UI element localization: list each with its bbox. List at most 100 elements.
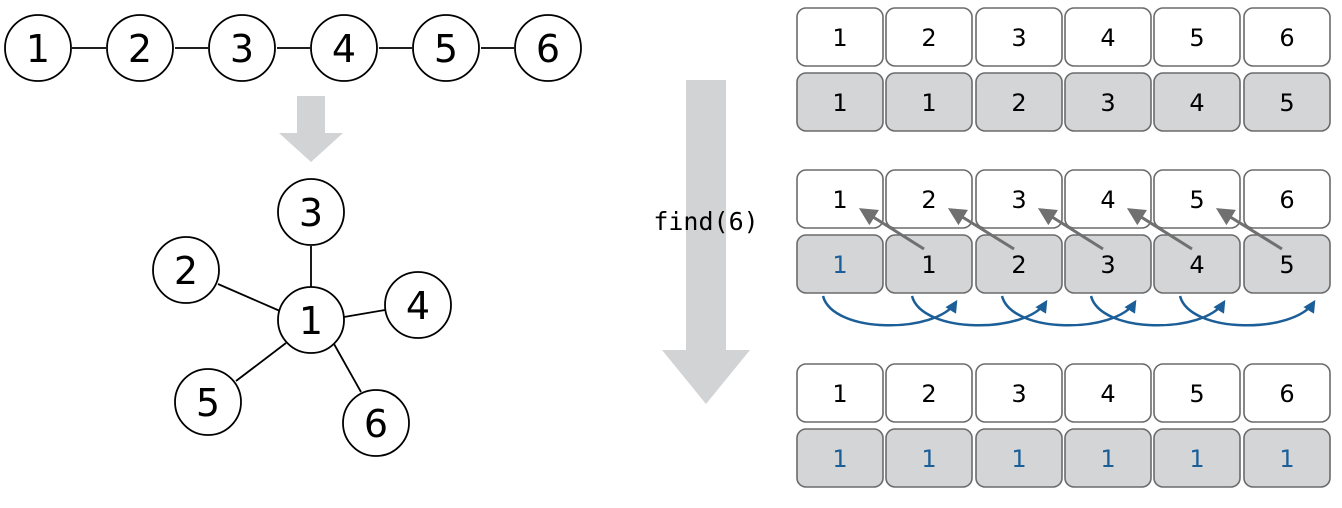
chain-node: 3 xyxy=(208,14,276,82)
star-graph: 1 3 2 4 5 6 xyxy=(152,178,452,457)
star-center-node: 1 xyxy=(277,286,345,354)
index-cell: 1 xyxy=(796,363,884,423)
parent-cell: 1 xyxy=(885,428,973,488)
index-cell-value: 2 xyxy=(921,380,936,408)
parent-array-table: 1 2 3 4 5 6 1 1 2 3 4 5 xyxy=(796,169,1331,294)
chain-graph: 1 2 3 4 5 6 xyxy=(4,14,582,82)
find-operation-label: find(6) xyxy=(653,207,758,236)
parent-cell: 4 xyxy=(1153,234,1241,294)
chain-node-label: 4 xyxy=(332,27,356,71)
index-cell: 1 xyxy=(796,169,884,229)
index-cell-value: 5 xyxy=(1189,380,1204,408)
transform-arrow-icon xyxy=(279,96,343,162)
star-leaf-node: 4 xyxy=(384,271,452,339)
parent-cell-value: 1 xyxy=(1011,445,1026,473)
parent-cell: 1 xyxy=(796,234,884,294)
index-cell-value: 6 xyxy=(1279,24,1294,52)
index-cell: 6 xyxy=(1243,169,1331,229)
star-edge xyxy=(217,283,281,312)
parent-cell-value: 1 xyxy=(921,251,936,279)
parent-cell: 5 xyxy=(1243,72,1331,132)
parent-pointer-arrow xyxy=(1126,208,1193,251)
index-cell: 5 xyxy=(1153,7,1241,67)
parent-cell-value: 1 xyxy=(921,445,936,473)
parent-pointer-arrow xyxy=(858,208,925,251)
parent-cell-value: 1 xyxy=(832,251,847,279)
index-cell-value: 5 xyxy=(1189,24,1204,52)
path-compression-arrow xyxy=(1000,295,1137,327)
parent-pointer-arrow xyxy=(1037,208,1104,251)
parent-cell: 2 xyxy=(975,72,1063,132)
path-compression-arrows xyxy=(821,295,1316,327)
parent-cell: 1 xyxy=(975,428,1063,488)
parent-cell-value: 1 xyxy=(921,89,936,117)
parent-cell-value: 5 xyxy=(1279,251,1294,279)
parent-cell: 3 xyxy=(1064,72,1152,132)
index-cell: 3 xyxy=(975,169,1063,229)
index-cell: 3 xyxy=(975,363,1063,423)
chain-node: 1 xyxy=(4,14,72,82)
chain-node: 2 xyxy=(106,14,174,82)
star-leaf-node: 2 xyxy=(152,236,220,304)
index-cell-value: 1 xyxy=(832,24,847,52)
index-cell-value: 4 xyxy=(1100,24,1115,52)
chain-node-label: 1 xyxy=(26,27,50,71)
index-cell-value: 4 xyxy=(1100,380,1115,408)
parent-cell: 2 xyxy=(975,234,1063,294)
path-compression-arrow xyxy=(1089,295,1226,327)
index-cell: 2 xyxy=(885,363,973,423)
parent-pointer-arrow xyxy=(1215,208,1283,251)
parent-pointer-arrows xyxy=(858,208,1283,251)
index-cell-value: 2 xyxy=(921,186,936,214)
index-cell-value: 1 xyxy=(832,380,847,408)
big-down-arrow-icon xyxy=(662,80,750,404)
parent-cell-value: 1 xyxy=(832,445,847,473)
parent-array-table: 1 2 3 4 5 6 1 1 1 1 1 1 xyxy=(796,363,1331,488)
index-cell: 3 xyxy=(975,7,1063,67)
parent-cell: 1 xyxy=(885,234,973,294)
parent-cell-value: 1 xyxy=(1189,445,1204,473)
index-cell: 4 xyxy=(1064,169,1152,229)
parent-pointer-arrow xyxy=(947,208,1015,251)
chain-node-label: 5 xyxy=(434,27,458,71)
star-edge xyxy=(235,342,287,382)
star-node-label: 5 xyxy=(196,381,220,425)
index-cell: 6 xyxy=(1243,7,1331,67)
parent-cell-value: 2 xyxy=(1011,89,1026,117)
index-cell-value: 5 xyxy=(1189,186,1204,214)
parent-cell-value: 2 xyxy=(1011,251,1026,279)
chain-node-label: 2 xyxy=(128,27,152,71)
chain-node-label: 6 xyxy=(536,27,560,71)
parent-cell-value: 1 xyxy=(1100,445,1115,473)
parent-cell-value: 3 xyxy=(1100,89,1115,117)
index-cell-value: 3 xyxy=(1011,380,1026,408)
index-cell-value: 3 xyxy=(1011,24,1026,52)
index-cell-value: 4 xyxy=(1100,186,1115,214)
index-cell-value: 2 xyxy=(921,24,936,52)
star-node-label: 6 xyxy=(364,402,388,446)
star-node-label: 1 xyxy=(299,299,323,343)
index-cell: 2 xyxy=(885,7,973,67)
parent-cell: 4 xyxy=(1153,72,1241,132)
index-cell-value: 6 xyxy=(1279,380,1294,408)
star-node-label: 3 xyxy=(299,191,323,235)
star-node-label: 2 xyxy=(174,249,198,293)
index-cell: 4 xyxy=(1064,7,1152,67)
chain-node: 5 xyxy=(412,14,480,82)
index-cell: 6 xyxy=(1243,363,1331,423)
star-leaf-node: 5 xyxy=(174,368,242,436)
star-leaf-node: 6 xyxy=(342,389,410,457)
parent-cell-value: 4 xyxy=(1189,89,1204,117)
chain-node: 4 xyxy=(310,14,378,82)
path-compression-arrow xyxy=(821,295,958,327)
index-cell-value: 3 xyxy=(1011,186,1026,214)
parent-cell-value: 3 xyxy=(1100,251,1115,279)
index-cell-value: 1 xyxy=(832,186,847,214)
parent-cell: 1 xyxy=(885,72,973,132)
star-edge xyxy=(343,309,386,318)
path-compression-arrow xyxy=(1178,295,1316,327)
parent-cell-value: 4 xyxy=(1189,251,1204,279)
parent-cell: 1 xyxy=(1243,428,1331,488)
